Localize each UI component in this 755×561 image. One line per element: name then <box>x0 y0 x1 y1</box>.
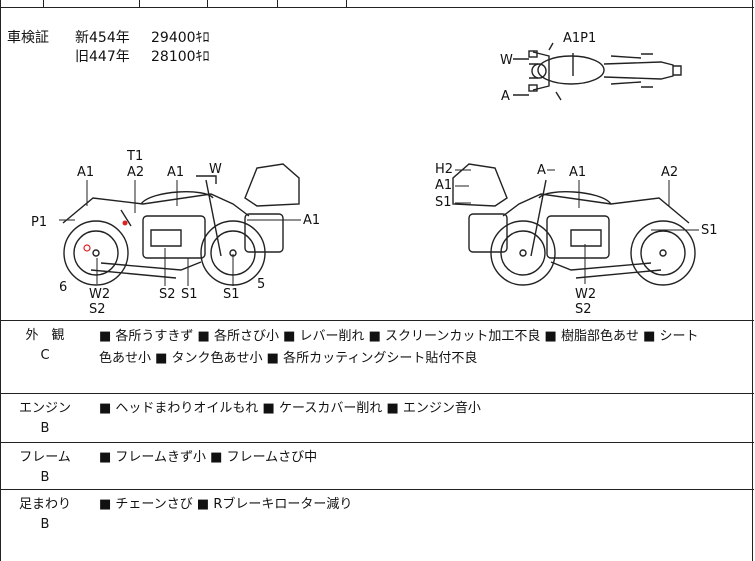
label-w-left: W <box>209 162 222 177</box>
label-s1-front: S1 <box>223 287 240 302</box>
right-side-labels: H2 A A1 A2 A1 S1 S1 W2 S2 <box>435 162 718 317</box>
category-label: 足まわり <box>18 497 71 512</box>
inspection-row-exterior: 外 観 C ■ 各所うすきず ■ 各所さび小 ■ レバー削れ ■ スクリーンカッ… <box>1 321 754 394</box>
category-label: フレーム <box>19 450 71 465</box>
label-s2-right: S2 <box>575 302 592 317</box>
label-w2-right: W2 <box>575 287 596 302</box>
category-label: 外 観 <box>25 328 65 343</box>
label-s1-right-rear: S1 <box>701 223 718 238</box>
label-a1-rear: A1 <box>77 165 94 180</box>
damage-mark <box>122 220 128 226</box>
grade-label: B <box>40 470 50 485</box>
label-5: 5 <box>257 277 265 292</box>
left-side-labels: T1 A2 A1 A1 W P1 A1 6 W2 S2 S2 S1 S1 5 <box>31 149 320 317</box>
grade-label: B <box>40 517 50 532</box>
label-w2: W2 <box>89 287 110 302</box>
label-top-a: A <box>501 89 510 104</box>
item-line: ■ 各所うすきず ■ 各所さび小 ■ レバー削れ ■ スクリーンカット加工不良 … <box>99 329 699 344</box>
right-leader-lines <box>455 169 699 284</box>
label-top-a1p1: A1P1 <box>563 31 596 46</box>
old-price: 28100ｷﾛ <box>151 49 210 65</box>
motorcycle-left-side <box>62 163 300 286</box>
label-a1-front: A1 <box>303 213 320 228</box>
motorcycle-right-side <box>452 163 696 286</box>
label-6: 6 <box>59 280 67 295</box>
label-s1-right-screen: S1 <box>435 195 452 210</box>
damage-diagram: 車検証 新454年 29400ｷﾛ 旧447年 28100ｷﾛ <box>1 8 754 321</box>
label-t1: T1 <box>126 149 143 164</box>
grade-label: C <box>40 348 50 363</box>
motorcycle-diagrams: A1P1 W A <box>31 31 718 317</box>
inspection-row-frame: フレーム B ■ フレームきず小 ■ フレームさび中 <box>1 443 754 490</box>
grade-label: B <box>40 421 50 436</box>
left-leader-lines <box>59 175 301 286</box>
item-line: ■ フレームきず小 ■ フレームさび中 <box>99 450 318 465</box>
label-a-right: A <box>537 163 546 178</box>
label-a2: A2 <box>127 165 144 180</box>
old-frame-number: 旧447年 <box>75 49 130 65</box>
new-frame-number: 新454年 <box>75 30 130 46</box>
label-s1-engine: S1 <box>181 287 198 302</box>
item-line: 色あせ小 ■ タンク色あせ小 ■ 各所カッティングシート貼付不良 <box>99 351 478 366</box>
label-a1-right-tank: A1 <box>569 165 586 180</box>
registration-label: 車検証 <box>7 30 49 46</box>
motorcycle-top-view <box>513 42 682 101</box>
label-a1-tank: A1 <box>167 165 184 180</box>
label-p1: P1 <box>31 215 47 230</box>
inspection-row-engine: エンジン B ■ ヘッドまわりオイルもれ ■ ケースカバー削れ ■ エンジン音小 <box>1 394 754 443</box>
item-line: ■ ヘッドまわりオイルもれ ■ ケースカバー削れ ■ エンジン音小 <box>99 401 481 416</box>
top-view-labels: A1P1 W A <box>500 31 596 104</box>
damage-mark <box>83 244 91 252</box>
new-price: 29400ｷﾛ <box>151 30 210 46</box>
label-s2-rear: S2 <box>89 302 106 317</box>
label-h2: H2 <box>435 162 453 177</box>
label-top-w: W <box>500 53 513 68</box>
label-s2-engine: S2 <box>159 287 176 302</box>
label-a2-right: A2 <box>661 165 678 180</box>
category-label: エンジン <box>18 401 71 416</box>
label-a1-right-screen: A1 <box>435 178 452 193</box>
header-table-strip <box>1 0 754 8</box>
item-line: ■ チェーンさび ■ Rブレーキローター減り <box>99 497 353 512</box>
inspection-row-suspension: 足まわり B ■ チェーンさび ■ Rブレーキローター減り <box>1 490 754 561</box>
